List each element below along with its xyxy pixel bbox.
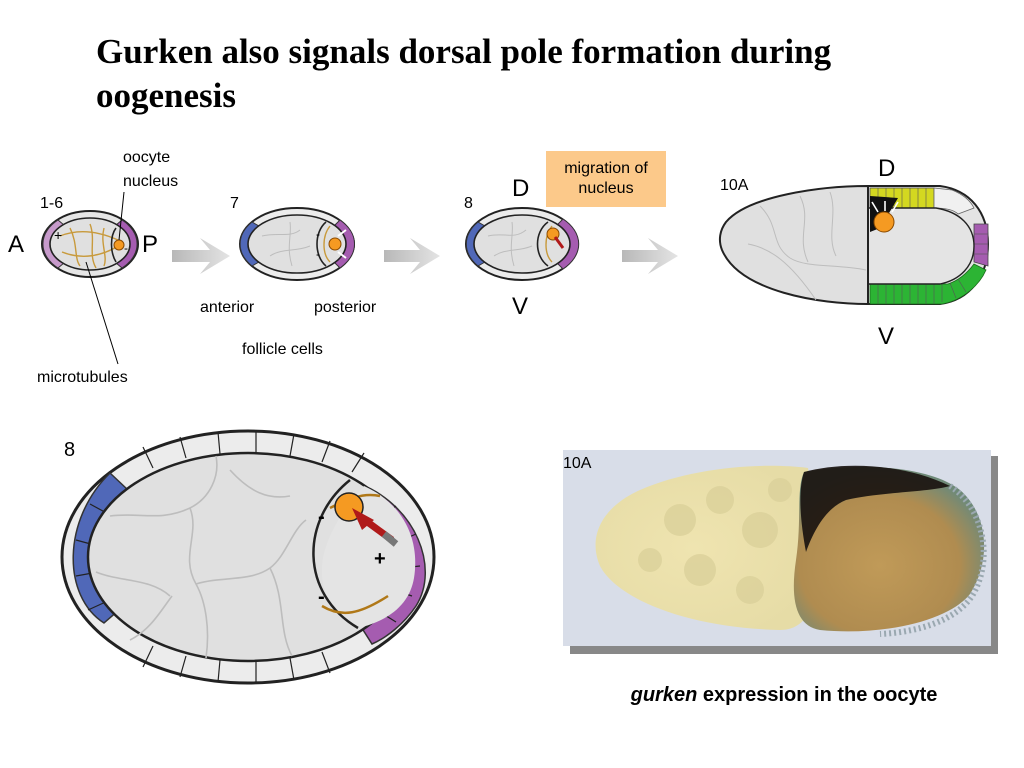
minus-end-label: -: [124, 241, 128, 255]
oocyte-region: [793, 466, 985, 632]
migration-arrow: [553, 236, 565, 249]
germline-cyst: [247, 214, 347, 274]
dorsal-anterior-stain: [800, 465, 950, 552]
stage-7-label: 7: [230, 195, 239, 212]
cortical-microtubules: [321, 594, 389, 614]
dorsal-label-stage-8: D: [512, 175, 529, 202]
plus-end-label: +: [374, 548, 386, 570]
stage-10a-egg-chamber: [718, 184, 990, 306]
stage-8-large-label: 8: [64, 439, 75, 461]
nurse-cell-compartment: [718, 184, 869, 306]
stage-8-label: 8: [464, 195, 473, 212]
oocyte-boundary: [536, 221, 549, 267]
posterior-pole-label: P: [142, 231, 158, 258]
stage-1-6-egg-chamber: + -: [41, 210, 139, 278]
caption-gene-name: gurken: [630, 684, 698, 706]
posterior-label: posterior: [314, 299, 377, 316]
follicle-cell-rim: [879, 483, 987, 637]
oocyte-inner-boundary: [868, 207, 975, 285]
minus-end-label: -: [318, 506, 325, 528]
gurken-expression-photo: 10A: [563, 450, 998, 654]
oocyte-nucleus: [873, 211, 895, 233]
nurse-cell-borders: [487, 221, 533, 267]
oocyte-boundary: [316, 221, 327, 267]
anterior-label: anterior: [200, 299, 255, 316]
oocyte: [321, 486, 416, 628]
nurse-cell-borders: [261, 221, 311, 267]
oocyte-boundary: [110, 227, 117, 263]
minus-end-label: -: [316, 247, 320, 261]
follicle-cells-label: follicle cells: [242, 341, 323, 358]
minus-end-label: -: [318, 586, 325, 608]
stage-10a-label: 10A: [720, 177, 749, 194]
arrow-1-to-7: [172, 238, 230, 274]
plus-end-label: +: [54, 227, 62, 243]
callout-line2: nucleus: [578, 180, 634, 197]
nurse-cell-borders: [747, 191, 867, 301]
arrow-7-to-8: [384, 238, 440, 274]
stage-8-egg-chamber: [465, 207, 580, 281]
germline-cyst: [473, 214, 571, 274]
gurken-signal-arrows: [871, 201, 899, 213]
oocyte-nucleus-label-line2: nucleus: [123, 173, 178, 190]
dorsal-label-stage-10a: D: [878, 155, 895, 182]
oocyte-nucleus-label-line1: oocyte: [123, 149, 170, 166]
minus-end-label: -: [316, 227, 320, 241]
stage-8-large-egg-chamber: - - +: [60, 429, 436, 685]
arrow-shaft-tail: [381, 531, 399, 547]
oocyte-boundary: [312, 479, 359, 630]
caption-text: expression in the oocyte: [697, 684, 938, 706]
photo-stage-label: 10A: [563, 455, 592, 472]
microtubules-pointer-line: [85, 261, 119, 365]
photo-caption: gurken expression in the oocyte: [560, 684, 1008, 707]
microtubule-network: [59, 223, 119, 269]
nucleus-pointer-line: [118, 191, 125, 241]
oocyte-nucleus: [328, 237, 342, 251]
lateral-follicle-cells: [933, 187, 975, 215]
germline-cyst: [49, 217, 131, 271]
nurse-cell-texture: [638, 478, 792, 604]
nurse-cell-borders: [95, 455, 307, 659]
ventral-label-stage-10a: V: [878, 323, 894, 350]
callout-line1: migration of: [564, 160, 648, 177]
ventral-label-stage-8: V: [512, 293, 528, 320]
microtubules-label: microtubules: [37, 369, 128, 386]
posterior-follicle-cells: [973, 223, 989, 267]
stage-7-egg-chamber: - -: [239, 207, 356, 281]
oocyte-nucleus: [113, 239, 125, 251]
transition-arrows: [172, 238, 678, 274]
migration-callout: migration of nucleus: [546, 151, 666, 207]
arrow-8-to-10a: [622, 238, 678, 274]
follicle-cell-borders: [877, 188, 988, 304]
stage-1-6-label: 1-6: [40, 195, 63, 212]
anterior-pole-label: A: [8, 231, 24, 258]
slide-title: Gurken also signals dorsal pole formatio…: [96, 32, 832, 115]
